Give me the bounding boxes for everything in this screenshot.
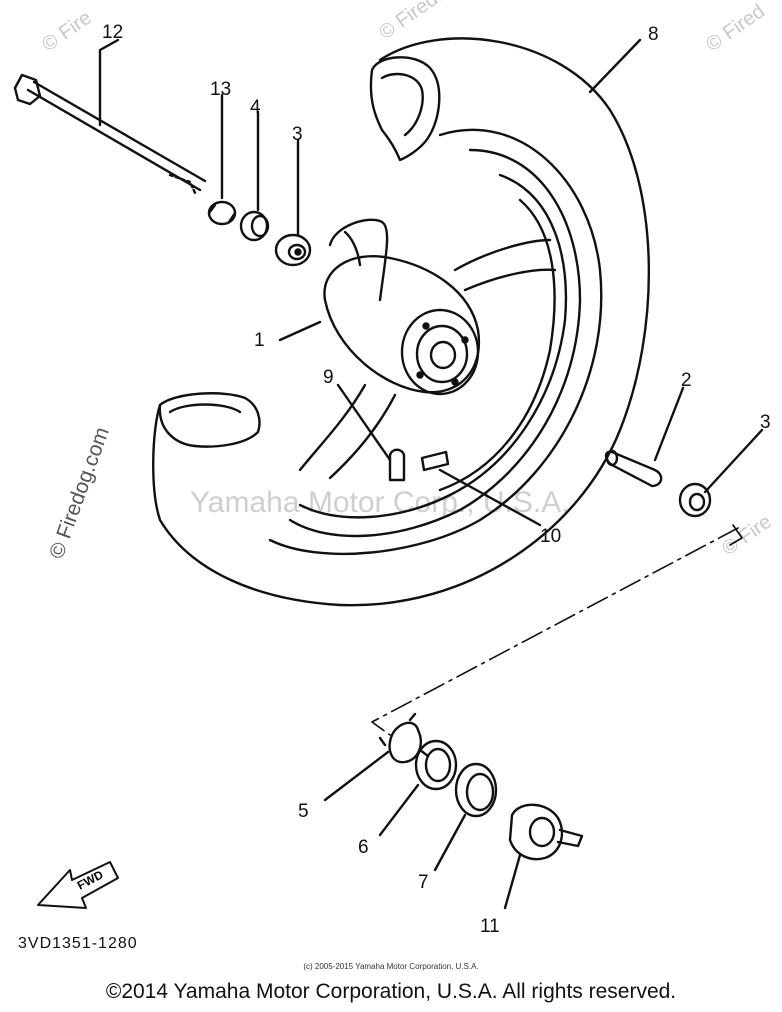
balance-weight — [420, 450, 450, 472]
callout-11: 11 — [480, 916, 500, 937]
callout-2: 2 — [681, 370, 692, 391]
callout-4: 4 — [250, 97, 261, 118]
bearing-3-right — [678, 482, 712, 518]
hub-body — [323, 255, 481, 394]
callout-7: 7 — [418, 872, 429, 893]
callout-13: 13 — [210, 79, 231, 100]
watermark-right: © Fire — [718, 511, 775, 560]
bearing-7 — [454, 762, 498, 818]
main-copyright: ©2014 Yamaha Motor Corporation, U.S.A. A… — [105, 980, 677, 1003]
spoke-lower — [298, 383, 367, 472]
meter-gear-11 — [508, 803, 564, 861]
watermark-top-left: © Fire — [38, 7, 95, 56]
tire-outline — [152, 37, 651, 607]
callout-9: 9 — [323, 367, 334, 388]
diagram-part-code: 3VD1351-1280 — [18, 935, 138, 952]
oil-seal-6 — [414, 739, 458, 791]
fwd-arrow-outline — [37, 861, 119, 909]
watermark-left-vertical: © Firedog.com — [45, 424, 114, 562]
spacer-2 — [604, 450, 663, 488]
tire-inner-edge — [268, 128, 603, 556]
spoke-upper — [328, 218, 389, 302]
callout-8: 8 — [648, 24, 659, 45]
spoke-right — [453, 238, 552, 272]
tire-section-left — [158, 392, 261, 448]
rim-groove-1 — [288, 148, 582, 538]
callout-10: 10 — [540, 526, 561, 547]
valve-stem — [388, 448, 406, 482]
axle-bolt — [26, 88, 202, 192]
watermark-top-center: © Firedog — [375, 0, 460, 44]
callout-1: 1 — [254, 330, 265, 351]
callout-6: 6 — [358, 837, 369, 858]
hub-flange — [400, 308, 480, 396]
callout-12: 12 — [102, 22, 123, 43]
watermark-center: Yamaha Motor Corp., U.S.A. — [190, 486, 570, 519]
rim-groove-3 — [438, 198, 556, 492]
callout-3-right: 3 — [760, 412, 771, 433]
tire-section-top — [369, 56, 441, 162]
small-copyright: (c) 2005-2015 Yamaha Motor Corporation, … — [303, 962, 479, 971]
hub-bearing-seat — [429, 340, 457, 370]
fwd-arrow-label: FWD — [75, 867, 106, 892]
callout-3-upper: 3 — [292, 124, 303, 145]
rim-groove-2 — [298, 173, 568, 519]
watermark-top-right: © Fired — [702, 0, 769, 56]
callout-5: 5 — [298, 801, 309, 822]
bearing-3-upper — [274, 233, 312, 267]
